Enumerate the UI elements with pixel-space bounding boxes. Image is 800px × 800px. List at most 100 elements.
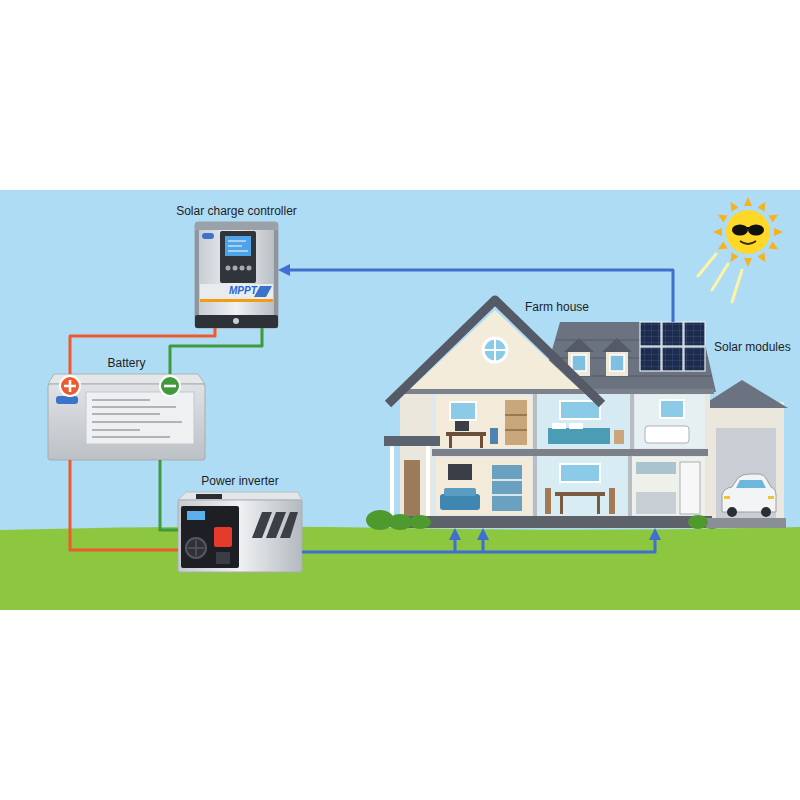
- arrowhead: [278, 264, 290, 276]
- power-inverter-device: [178, 492, 302, 572]
- solar-panel-array: [662, 322, 683, 346]
- background: [0, 190, 800, 535]
- connector-line: [287, 270, 673, 322]
- furniture: [449, 436, 452, 448]
- dormer: [572, 355, 586, 371]
- battery-device: [164, 385, 176, 388]
- connector-line: [170, 328, 262, 374]
- furniture: [490, 428, 498, 444]
- charge-controller: Solar charge controller: [195, 222, 278, 328]
- foundation: [706, 518, 786, 528]
- power-inverter-device: [280, 512, 298, 538]
- sun: [748, 225, 764, 236]
- garage: [708, 402, 784, 520]
- battery-device: [86, 392, 194, 444]
- house-interior: [632, 457, 705, 515]
- power-inverter: Power inverter: [178, 492, 302, 572]
- sun: [713, 197, 783, 267]
- furniture: [492, 465, 522, 511]
- bush: [688, 515, 708, 529]
- solar-panel-array: [684, 322, 705, 346]
- battery-device: [48, 374, 205, 460]
- furniture: [609, 488, 615, 514]
- solar-panel-array: [640, 322, 705, 371]
- battery-device: [56, 396, 78, 404]
- sun: [774, 228, 783, 236]
- charge-controller-device: [202, 233, 214, 239]
- furniture: [552, 423, 566, 429]
- negative-wire: [160, 460, 178, 530]
- battery-device: [92, 421, 182, 423]
- house-interior: [430, 449, 708, 456]
- charge-controller-device: [226, 266, 231, 271]
- garage: [724, 496, 730, 499]
- sun: [732, 225, 748, 236]
- sun: [713, 197, 783, 267]
- charge-controller-device: [195, 222, 278, 328]
- gable: [483, 338, 507, 362]
- charge-controller-device: [220, 231, 256, 283]
- charge-controller-device: [233, 318, 239, 324]
- connector-line: [70, 460, 178, 550]
- battery-device: [92, 436, 170, 438]
- house-interior: [630, 392, 634, 449]
- arrowhead: [477, 528, 489, 540]
- background: [0, 526, 800, 610]
- porch: [426, 446, 430, 516]
- gable: [398, 389, 714, 394]
- house-interior: [436, 395, 532, 448]
- charge-controller-device: [228, 241, 246, 242]
- ac-output-wire: [302, 528, 661, 552]
- gable: [388, 300, 602, 404]
- sun-rays: [698, 254, 716, 276]
- charge-controller-device: [200, 284, 273, 299]
- furniture: [505, 400, 527, 445]
- power-inverter-device: [178, 500, 302, 572]
- house-interior: [635, 395, 705, 448]
- furniture: [645, 426, 689, 443]
- node-label: Solar modules: [714, 340, 791, 354]
- garage: [716, 428, 776, 518]
- porch: [404, 460, 420, 516]
- furniture: [660, 400, 684, 418]
- battery-device: [92, 400, 182, 437]
- sun: [769, 211, 781, 222]
- arrowhead: [449, 528, 461, 540]
- house-interior: [430, 392, 708, 516]
- furniture: [560, 464, 600, 482]
- solar-panel-array: [640, 322, 705, 371]
- solar-panel-array: [640, 347, 661, 371]
- bush: [366, 510, 708, 530]
- sun: [769, 242, 781, 253]
- power-inverter-device: [187, 511, 205, 520]
- charge-controller-device: [233, 266, 238, 271]
- furniture: [444, 488, 476, 496]
- solar-panel-array: [662, 347, 683, 371]
- sun: [727, 253, 738, 265]
- sun: [713, 228, 722, 236]
- power-inverter-device: [214, 527, 232, 547]
- power-inverter-device: [252, 512, 298, 538]
- gable: [494, 338, 496, 362]
- garage: [698, 380, 788, 520]
- furniture: [548, 428, 610, 444]
- positive-wire: [70, 460, 178, 550]
- furniture: [440, 494, 480, 510]
- node-label: Battery: [107, 356, 145, 370]
- garage: [722, 474, 776, 512]
- node-label: Power inverter: [201, 474, 278, 488]
- model-text: MPPT: [229, 285, 257, 296]
- furniture: [505, 429, 527, 431]
- charge-controller-device: [228, 251, 248, 252]
- dormer: [564, 338, 632, 376]
- sun: [746, 227, 750, 229]
- sun: [740, 241, 756, 244]
- bush: [409, 515, 431, 529]
- connector-line: [70, 328, 215, 374]
- sun: [716, 242, 728, 253]
- power-inverter-device: [186, 538, 206, 558]
